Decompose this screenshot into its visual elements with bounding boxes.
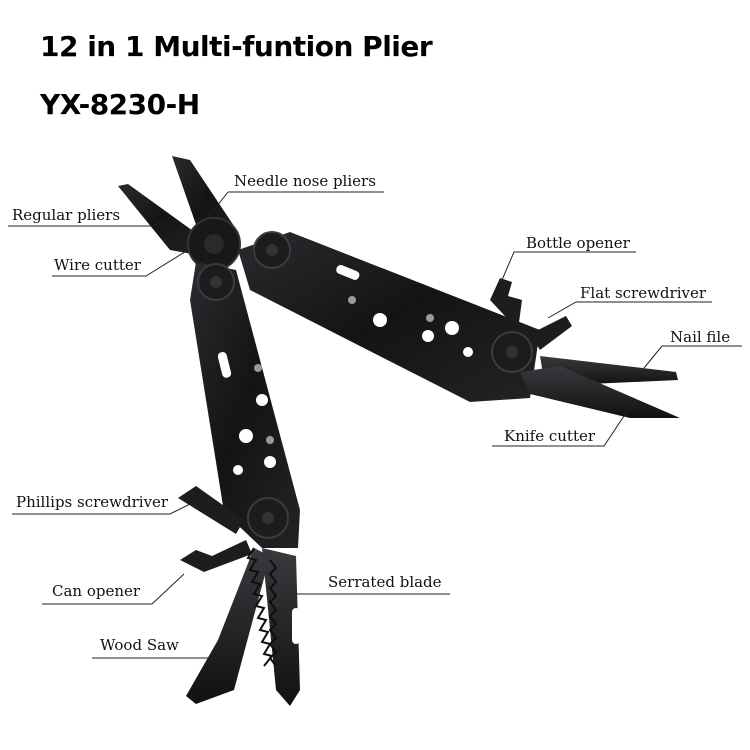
leader-regular-pliers [8, 219, 167, 227]
leader-flat-screwdriver [547, 301, 712, 319]
label-needle-nose-pliers: Needle nose pliers [234, 172, 376, 190]
right-tools [490, 278, 680, 418]
model-number: YX-8230-H [40, 88, 200, 121]
flat-screwdriver-tool [530, 316, 572, 350]
plier-jaws [118, 156, 241, 271]
saw-teeth [246, 547, 274, 667]
label-can-opener: Can opener [52, 582, 141, 600]
label-nail-file: Nail file [670, 328, 731, 346]
blade-slot [292, 608, 300, 644]
leader-wire-cutter [52, 249, 189, 277]
can-opener-tool [180, 540, 252, 572]
left-handle [190, 262, 300, 548]
leader-phillips [12, 501, 195, 515]
leader-lines [8, 191, 742, 659]
label-wire-cutter: Wire cutter [54, 256, 141, 274]
label-bottle-opener: Bottle opener [526, 234, 630, 252]
bottom-tools [178, 486, 300, 706]
leader-nail-file [643, 345, 742, 369]
wood-saw-blade [186, 548, 270, 704]
knife-blade [520, 366, 680, 418]
regular-plier-jaw [118, 184, 200, 254]
label-regular-pliers: Regular pliers [12, 206, 121, 224]
leader-bottle-opener [501, 251, 636, 281]
label-knife-cutter: Knife cutter [504, 427, 596, 445]
right-handle [238, 231, 540, 402]
bottle-opener-tool [490, 278, 522, 330]
label-phillips-screwdriver: Phillips screwdriver [16, 493, 169, 511]
leader-can-opener [42, 573, 185, 605]
product-title: 12 in 1 Multi-funtion Plier [40, 30, 433, 63]
label-flat-screwdriver: Flat screwdriver [580, 284, 707, 302]
leader-knife-cutter [492, 409, 629, 447]
label-wood-saw: Wood Saw [100, 636, 179, 654]
phillips-screwdriver-tool [178, 486, 244, 534]
label-serrated-blade: Serrated blade [328, 573, 442, 591]
